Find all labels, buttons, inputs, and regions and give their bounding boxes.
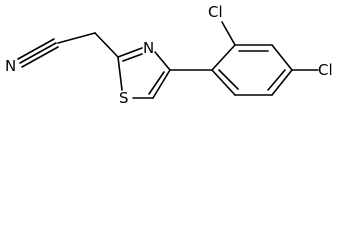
thiazole-c4-c5-double [148, 71, 165, 95]
nitrile-group [17, 32, 119, 68]
phenyl-c1-c2-bond [211, 44, 236, 71]
phenyl-c6-c1-double [218, 69, 239, 90]
thiazole-n3-c4-bond [154, 51, 171, 71]
thiazole-c4-c5-bond [152, 69, 171, 99]
thiazole-s1-c2-bond [117, 56, 123, 91]
nitrile-triple-bond-3 [21, 46, 59, 68]
thiazole-c2-n3-bond [117, 47, 143, 58]
nitrile-triple-bond-2 [17, 38, 55, 60]
phenyl-c6-c1-bond [211, 69, 236, 96]
nitrile-to-ch2-bond [57, 32, 96, 44]
ortho-chloro-bond [221, 21, 236, 46]
phenyl-c4-c5-bond [271, 69, 293, 96]
ch2-to-thiazole-bond [94, 32, 119, 58]
nitrile-n-label: N [5, 57, 16, 75]
phenyl-c4-c5-double [267, 69, 286, 91]
ring-n-label: N [143, 39, 154, 57]
para-chloro-label: Cl [318, 61, 333, 79]
nitrile-triple-bond-1 [19, 42, 57, 64]
thiazole-c2-n3-double [122, 53, 143, 62]
molecule-structure: N N S Cl Cl [5, 3, 333, 107]
ortho-chloro-label: Cl [208, 3, 223, 21]
phenyl-c3-c4-bond [271, 44, 293, 71]
ring-s-label: S [119, 89, 129, 107]
phenyl-ring [211, 44, 293, 96]
thiazole-ring [117, 47, 171, 99]
